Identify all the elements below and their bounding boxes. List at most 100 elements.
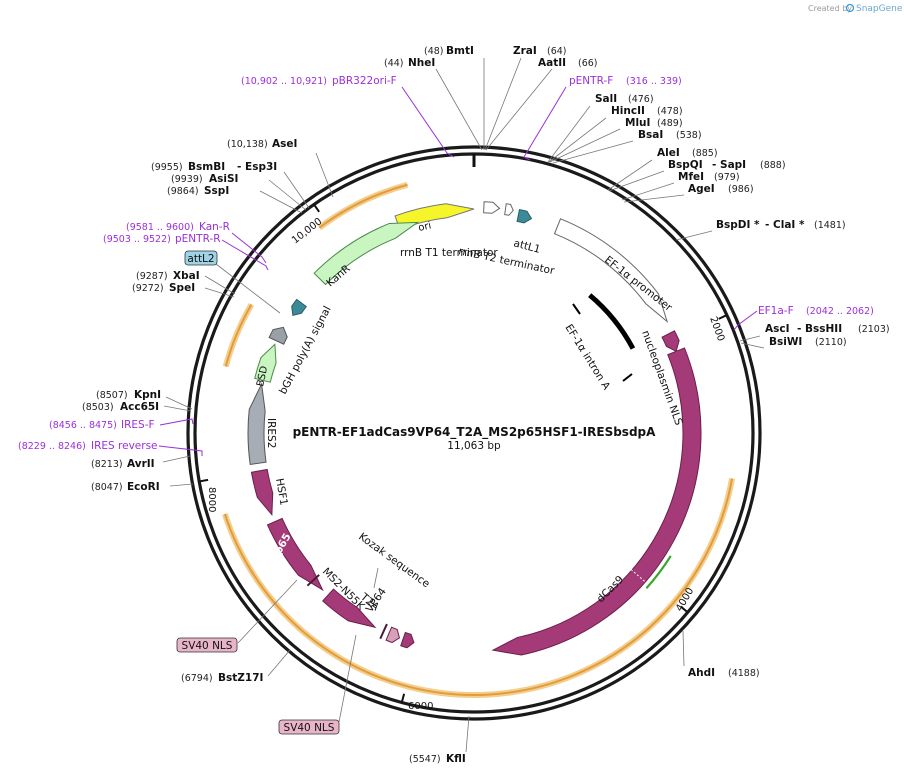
plasmid-name: pENTR-EF1adCas9VP64_T2A_MS2p65HSF1-IRESb… [293, 425, 657, 440]
enzyme-avrii[interactable]: AvrII [127, 458, 155, 470]
label-rrnb-t1: rrnB T1 terminator [400, 247, 498, 259]
leader-bsiwi [740, 342, 765, 349]
enzyme-bsai[interactable]: BsaI [638, 129, 663, 141]
leader-nhei [435, 68, 483, 151]
attl2-arrow[interactable] [291, 298, 307, 316]
label-attl2: attL2 [187, 253, 214, 265]
label-rrnb-t2: rrnB T2 terminator [457, 245, 556, 277]
enzyme-alei[interactable]: AleI [657, 147, 680, 159]
leader-bsai [552, 140, 634, 164]
enzyme-asei[interactable]: AseI [272, 138, 297, 150]
enzyme-aatii[interactable]: AatII [538, 57, 566, 69]
enzyme-asisi[interactable]: AsiSI [209, 173, 238, 185]
enzyme-esp3i[interactable]: - Esp3I [237, 161, 277, 173]
pos-agei: (986) [728, 184, 754, 195]
attl1-arrow[interactable] [516, 208, 533, 224]
enzyme-sali[interactable]: SalI [595, 93, 617, 105]
enzyme-sspi[interactable]: SspI [204, 185, 229, 197]
enzyme-bspdi[interactable]: BspDI * [716, 219, 760, 231]
enzyme-sapi[interactable]: - SapI [712, 159, 746, 171]
enzyme-bspqi[interactable]: BspQI [668, 159, 703, 171]
enzyme-xbai[interactable]: XbaI [173, 270, 200, 282]
backbone-outer-strand [186, 145, 762, 721]
rrnb-t1-arrow[interactable] [483, 201, 501, 214]
leader-sv40-2 [338, 634, 357, 723]
p65-arrow[interactable] [266, 517, 324, 592]
leader-ires-f [159, 418, 194, 426]
enzyme-clai[interactable]: - ClaI * [765, 219, 805, 231]
pos-zrai: (64) [547, 46, 567, 57]
enzyme-bmti[interactable]: BmtI [446, 45, 474, 57]
leader-xbai [204, 275, 236, 295]
enzyme-asci[interactable]: AscI [765, 323, 790, 335]
primer-pentr-f[interactable]: pENTR-F [569, 75, 613, 87]
primer-pbr322-range: (10,902 .. 10,921) [241, 76, 327, 87]
primer-ef1a-f[interactable]: EF1a-F [758, 305, 794, 317]
enzyme-acc65i[interactable]: Acc65I [120, 401, 159, 413]
leader-alei [607, 159, 653, 191]
nucleoplasmin-nls-arrow[interactable] [661, 330, 680, 353]
label-attl1: attL1 [512, 237, 541, 256]
pos-asei: (10,138) [227, 139, 268, 150]
ires2-arrow[interactable] [247, 382, 267, 466]
enzyme-agei[interactable]: AgeI [688, 183, 715, 195]
enzyme-bsshii[interactable]: - BssHII [797, 323, 842, 335]
tick-label-2000: 2000 [707, 315, 726, 343]
vp64-arrow[interactable] [400, 631, 415, 649]
tick-label-8000: 8000 [206, 487, 217, 512]
enzyme-bsmbi[interactable]: BsmBI [188, 161, 225, 173]
ms2-arrow[interactable] [322, 588, 377, 629]
pos-hincii: (478) [657, 106, 683, 117]
enzyme-kfli[interactable]: KflI [446, 753, 466, 765]
leader-asei [315, 152, 334, 198]
dcas9-arrow[interactable] [491, 347, 702, 656]
label-sv40-nls-1: SV40 NLS [182, 640, 233, 652]
bsd-arrow[interactable] [254, 343, 277, 383]
primer-ires-rev-range: (8229 .. 8246) [18, 441, 86, 452]
hsf1-arrow[interactable] [250, 468, 274, 516]
enzyme-spei[interactable]: SpeI [169, 282, 195, 294]
pos-ahdi: (4188) [728, 668, 760, 679]
label-ef1a-intron: EF-1α intron A [562, 322, 612, 392]
dcas9-split-marker [630, 569, 647, 583]
enzyme-bsiwi[interactable]: BsiWI [769, 336, 802, 348]
tick-mark-6000 [400, 693, 406, 703]
rrnb-t2-arrow[interactable] [504, 203, 514, 216]
leader-bspqi [608, 170, 665, 192]
enzyme-nhei[interactable]: NheI [408, 57, 435, 69]
orange-arc-bsd-region [224, 304, 253, 367]
enzyme-mfei[interactable]: MfeI [678, 171, 704, 183]
t2a-arrow[interactable] [385, 626, 401, 644]
primer-ires-rev[interactable]: IRES reverse [91, 440, 158, 452]
ef1a-intron-arc[interactable] [588, 293, 636, 350]
enzyme-kpni[interactable]: KpnI [134, 389, 161, 401]
primer-ires-f[interactable]: IRES-F [121, 419, 155, 431]
primer-pentr-r[interactable]: pENTR-R [175, 233, 221, 245]
enzyme-zrai[interactable]: ZraI [513, 45, 537, 57]
leader-sspi [259, 190, 303, 214]
enzyme-hincii[interactable]: HincII [611, 105, 645, 117]
enzyme-ecori[interactable]: EcoRI [127, 481, 160, 493]
kanr-arrow[interactable] [313, 221, 420, 286]
label-ori: ori [417, 220, 432, 233]
bgh-polya-arrow[interactable] [268, 326, 288, 345]
enzyme-mlui[interactable]: MluI [625, 117, 650, 129]
primer-pbr322ori-f[interactable]: pBR322ori-F [332, 75, 397, 87]
leader-kan-r [231, 232, 267, 264]
pos-sali: (476) [628, 94, 654, 105]
leader-asisi [268, 179, 307, 211]
primer-kan-r[interactable]: Kan-R [199, 221, 230, 233]
orange-feature-arcs [221, 181, 735, 698]
pos-mfei: (979) [714, 172, 740, 183]
sv40-nls-box-1[interactable] [176, 637, 238, 653]
pos-bsmbi: (9955) [151, 162, 183, 173]
ef1a-promoter-arrow[interactable] [553, 218, 669, 323]
enzyme-ahdi[interactable]: AhdI [688, 667, 715, 679]
watermark-prefix: Created by [808, 4, 852, 13]
enzyme-bstz17i[interactable]: BstZ17I [218, 672, 263, 684]
plasmid-length: 11,063 bp [447, 440, 501, 452]
sv40-nls-box-2[interactable] [278, 719, 340, 735]
attl2-box[interactable] [184, 250, 218, 266]
